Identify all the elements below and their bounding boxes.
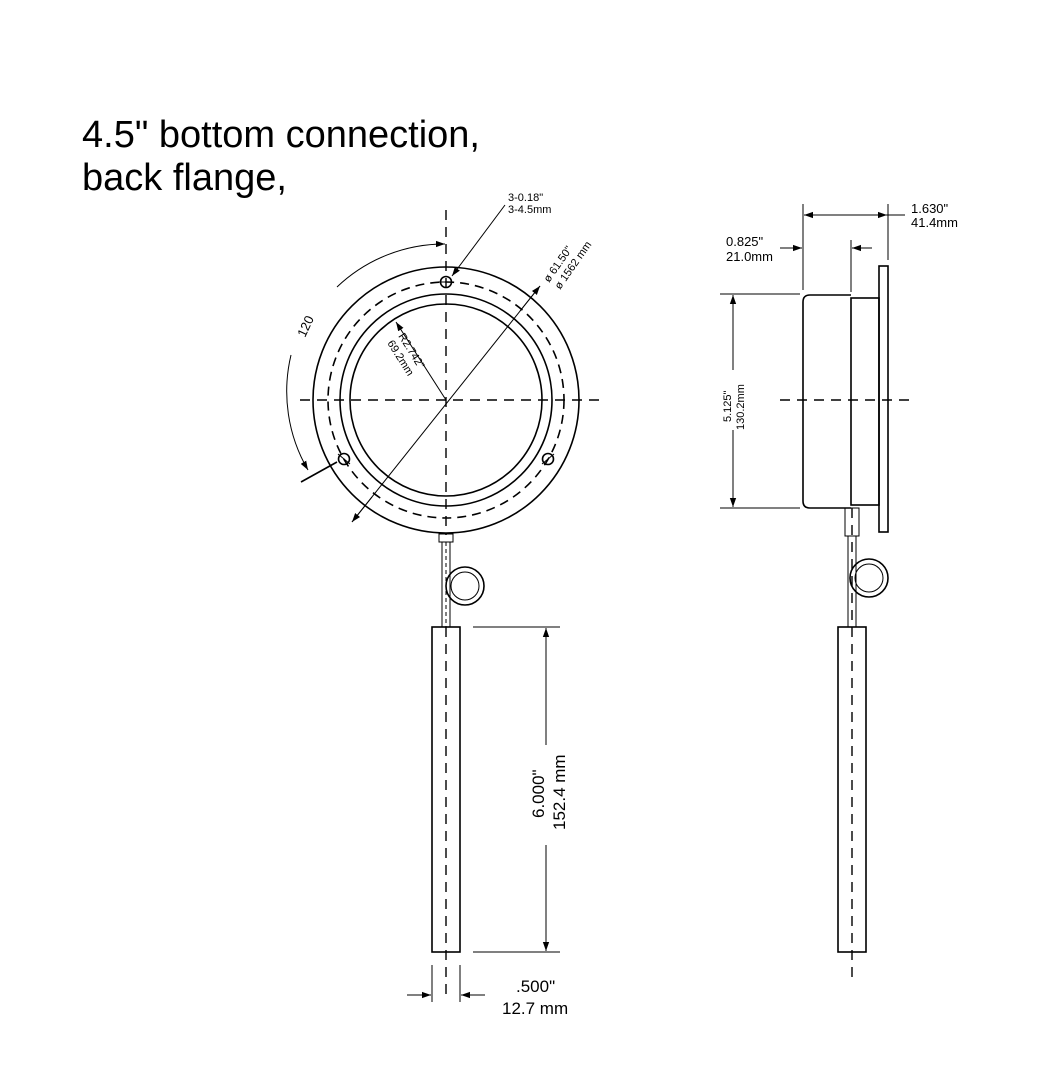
title-line-2: back flange, [82, 157, 287, 199]
bolt-circle-diameter-line [351, 285, 541, 523]
case-depth-mm: 21.0mm [726, 249, 773, 264]
hole-leader-line [451, 204, 506, 277]
bolt-circle-arrow-lower [351, 496, 373, 523]
height-in: 5.125" [722, 390, 734, 422]
capillary-coil [445, 566, 485, 606]
overall-depth-mm: 41.4mm [911, 215, 958, 230]
mounting-hole-left [337, 452, 351, 466]
radius-leader-line [395, 321, 447, 401]
case-depth-in: 0.825" [726, 234, 764, 249]
dial-circle [349, 303, 543, 497]
hole-callout-in: 3-0.18" [508, 192, 543, 204]
case-body [802, 294, 851, 509]
height-mm: 130.2mm [735, 384, 747, 430]
overall-depth-in: 1.630" [911, 201, 949, 216]
bezel-circle [339, 293, 553, 507]
mounting-hole-right [541, 452, 555, 466]
probe-length-mm: 152.4 mm [550, 754, 569, 830]
probe-length-in: 6.000" [529, 769, 548, 818]
title-line-1: 4.5" bottom connection, [82, 114, 480, 156]
flange-outer-circle [312, 266, 580, 534]
case-rear-section [850, 297, 880, 506]
angle-arc-lower [286, 354, 309, 471]
side-view: 1.630" 41.4mm 0.825" 21.0mm 5.125" 130.2… [720, 201, 958, 978]
angle-arc-upper [336, 240, 446, 288]
bottom-connection-fitting [438, 533, 454, 543]
angle-extension-line [300, 461, 338, 483]
back-flange [878, 265, 889, 533]
probe-diameter-in: .500" [516, 977, 555, 996]
front-view: 3-0.18" 3-4.5mm ø 61.50" ø 1562 mm R2.74… [286, 192, 600, 1018]
bolt-circle-arrow-upper [519, 285, 541, 312]
side-capillary-coil [849, 558, 889, 598]
angle-label: 120 [294, 313, 317, 339]
probe-diameter-mm: 12.7 mm [502, 999, 568, 1018]
mounting-hole-top [438, 275, 454, 289]
hole-callout-mm: 3-4.5mm [508, 204, 551, 216]
